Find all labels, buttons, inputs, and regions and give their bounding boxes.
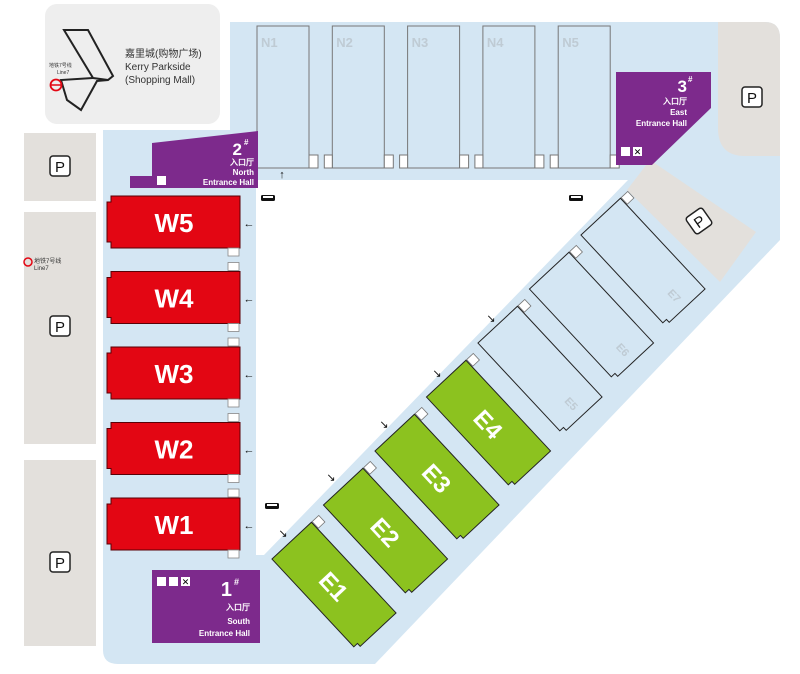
entrance-label-en2: Entrance Hall [199,629,250,638]
hall-e2[interactable]: E2 [322,460,454,595]
parking-icon: P [49,551,71,573]
entrance-label-en1: East [670,108,687,117]
hall-e7[interactable]: E7 [580,190,712,325]
svg-text:✕: ✕ [182,577,190,587]
arrow-up-icon: ↑ [279,169,285,181]
shuttle-bus-icon [569,195,583,201]
hall-label: N2 [336,35,353,50]
hall-w5[interactable]: W5 ← [106,195,255,257]
hall-n3[interactable]: N3 [399,25,470,169]
restaurant-icon [181,577,190,586]
metro-label-en: Line7 [57,70,69,76]
hall-n1[interactable]: N1 [256,25,319,169]
entrance-number-sup: # [234,577,239,587]
mall-name-en2: (Shopping Mall) [125,75,195,86]
mall-name-cn: 嘉里城(购物广场) [125,47,202,60]
parking-icon: P [49,315,71,337]
svg-text:P: P [55,555,65,572]
hall-e3[interactable]: E3 [374,406,506,541]
ticket-icon [157,577,166,586]
hall-w2[interactable]: W2 ← [106,413,255,483]
svg-text:✕: ✕ [634,147,642,157]
hall-label: W2 [155,435,194,465]
arrow-down-right-icon: ↘ [486,313,495,325]
arrow-left-icon: ← [244,294,255,306]
entrance-label-en2: Entrance Hall [203,178,254,187]
hall-label: N4 [487,35,504,50]
hall-label: W4 [155,284,195,314]
entrance-label-en1: North [233,168,254,177]
ticket-icon [621,147,630,156]
courtyard [256,180,628,555]
hall-w3[interactable]: W3 ← [106,337,255,408]
shuttle-bus-icon [265,503,279,509]
metro-label-en: Line7 [34,266,49,272]
arrow-left-icon: ← [244,520,255,532]
arrow-left-icon: ← [244,218,255,230]
entrance-label-en1: South [227,617,250,626]
mall-outline [59,29,115,112]
hall-w1[interactable]: W1 ← [106,488,255,559]
entrance-label-en2: Entrance Hall [636,119,687,128]
entrance-label-cn: 入口厅 [662,97,687,106]
arrow-left-icon: ← [244,445,255,457]
east-entrance-hall[interactable]: 3 # 入口厅 East Entrance Hall ✕ [616,72,711,165]
parking-icon: P [685,207,713,235]
metro-label-cn: 地铁7号线 [34,257,61,265]
arrow-down-right-icon: ↘ [326,472,335,484]
hall-label: N1 [261,35,278,50]
hall-w4[interactable]: W4 ← [106,262,255,332]
north-entrance-hall[interactable]: 2 # 入口厅 North Entrance Hall [130,131,258,188]
entrance-number: 3 [678,77,687,96]
hall-e1[interactable]: E1 [271,514,403,649]
hall-n5[interactable]: N5 [549,25,620,169]
restaurant-icon [633,147,642,156]
hall-e6[interactable]: E6 [528,244,660,379]
arrow-left-icon: ← [244,369,255,381]
shuttle-bus-icon [261,195,275,201]
hall-e5[interactable]: E5 [477,298,609,433]
parking-icon: P [49,155,71,177]
hall-label: N3 [412,35,429,50]
entrance-number-sup: # [244,138,249,147]
luggage-icon [169,577,178,586]
hall-label: W5 [155,208,194,238]
svg-text:P: P [747,90,757,107]
metro-icon [49,78,63,92]
hall-label: W3 [155,359,194,389]
entrance-number-sup: # [688,75,693,84]
hall-label: W1 [155,510,194,540]
hall-n4[interactable]: N4 [474,25,545,169]
entrance-number: 2 [233,140,242,159]
hall-label: N5 [562,35,579,50]
ticket-icon [157,176,166,185]
entrance-label-cn: 入口厅 [229,158,254,167]
arrow-down-right-icon: ↘ [278,528,287,540]
metro-icon [23,257,33,267]
svg-text:P: P [55,319,65,336]
south-entrance-hall[interactable]: 1 # 入口厅 South Entrance Hall ✕ [152,570,260,643]
hall-n2[interactable]: N2 [323,25,394,169]
metro-label-cn: 地铁7号线 [49,62,72,69]
hall-e4[interactable]: E4 [425,352,557,487]
parking-icon: P [741,86,763,108]
arrow-down-right-icon: ↘ [379,419,388,431]
entrance-number: 1 [221,579,232,601]
entrance-label-cn: 入口厅 [225,603,250,612]
svg-text:P: P [55,159,65,176]
mall-name-en: Kerry Parkside [125,62,191,73]
arrow-down-right-icon: ↘ [432,368,441,380]
